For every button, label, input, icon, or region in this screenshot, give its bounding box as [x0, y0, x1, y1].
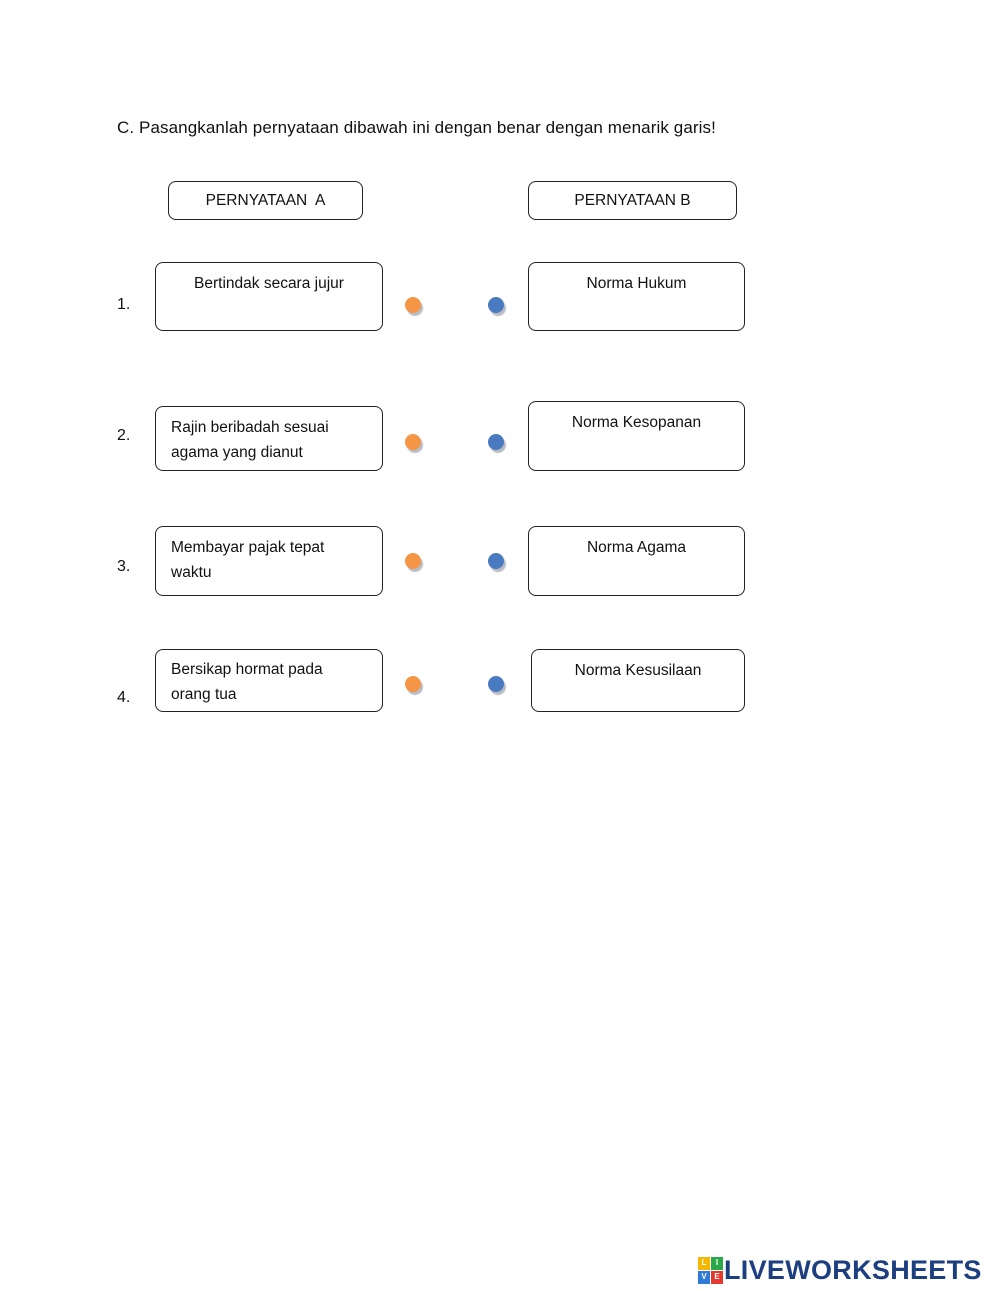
statement-a-connector-dot[interactable]: [405, 297, 421, 313]
statement-b-connector-dot[interactable]: [488, 297, 504, 313]
statement-a-connector-dot[interactable]: [405, 434, 421, 450]
header-b-label: PERNYATAAN B: [574, 192, 691, 209]
row-number: 3.: [117, 558, 131, 575]
logo-tile-v: V: [698, 1271, 710, 1284]
row-number: 1.: [117, 296, 131, 313]
header-a-label: PERNYATAAN A: [205, 192, 326, 209]
statement-a-connector-dot[interactable]: [405, 553, 421, 569]
statement-b-text: Norma Kesusilaan: [574, 662, 702, 679]
logo-tile-l: L: [698, 1257, 710, 1270]
statement-a-box: Bertindak secara jujur: [155, 262, 383, 331]
liveworksheets-logo-icon: L I V E: [698, 1257, 723, 1284]
statement-a-box: Membayar pajak tepat waktu: [155, 526, 383, 596]
statement-b-box: Norma Kesusilaan: [531, 649, 745, 712]
statement-a-text: Membayar pajak tepat waktu: [171, 539, 325, 581]
instruction-text: C. Pasangkanlah pernyataan dibawah ini d…: [117, 118, 716, 137]
liveworksheets-logo-text: LIVEWORKSHEETS: [724, 1254, 982, 1285]
header-pernyataan-a: PERNYATAAN A: [168, 181, 363, 220]
statement-b-box: Norma Kesopanan: [528, 401, 745, 471]
logo-tile-i: I: [711, 1257, 723, 1270]
statement-a-text: Bersikap hormat pada orang tua: [171, 661, 323, 703]
statement-b-box: Norma Hukum: [528, 262, 745, 331]
logo-tile-e: E: [711, 1271, 723, 1284]
statement-b-text: Norma Kesopanan: [571, 414, 702, 431]
statement-b-connector-dot[interactable]: [488, 434, 504, 450]
statement-b-text: Norma Hukum: [586, 275, 687, 292]
statement-b-connector-dot[interactable]: [488, 553, 504, 569]
statement-a-connector-dot[interactable]: [405, 676, 421, 692]
statement-a-box: Rajin beribadah sesuai agama yang dianut: [155, 406, 383, 471]
statement-a-box: Bersikap hormat pada orang tua: [155, 649, 383, 712]
liveworksheets-logo: L I V E LIVEWORKSHEETS: [698, 1254, 982, 1286]
statement-b-box: Norma Agama: [528, 526, 745, 596]
statement-a-text: Rajin beribadah sesuai agama yang dianut: [171, 419, 329, 461]
statement-a-text: Bertindak secara jujur: [194, 275, 344, 292]
statement-b-text: Norma Agama: [586, 539, 687, 556]
statement-b-connector-dot[interactable]: [488, 676, 504, 692]
header-pernyataan-b: PERNYATAAN B: [528, 181, 737, 220]
row-number: 4.: [117, 689, 131, 706]
row-number: 2.: [117, 427, 131, 444]
